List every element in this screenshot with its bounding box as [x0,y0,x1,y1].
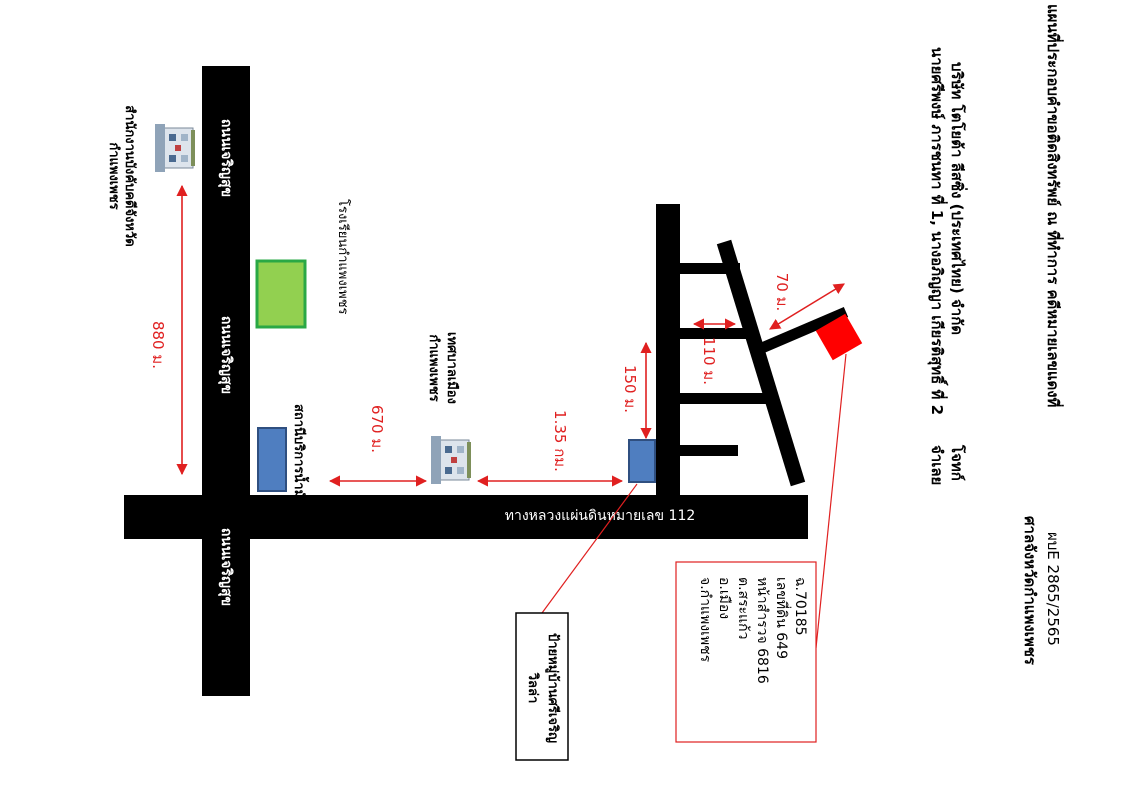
road-label-highway-112: ทางหลวงแผ่นดินหมายเลข 112 [504,508,696,524]
property-line-5: อ.เมือง [716,577,732,620]
road-label-charoensuk-1: ถนนเจริญสุข [218,118,234,198]
header-defendant-role: จำเลย [928,445,946,486]
road-label-charoensuk-3: ถนนเจริญสุข [218,527,234,607]
header-court: ศาลจังหวัดกำแพงเพชร [1021,516,1039,665]
soi-4 [676,445,738,456]
soi-2 [676,328,754,339]
distance-label-110: 110 ม. [700,336,718,386]
property-callout-box [675,561,817,743]
municipality-icon [430,435,472,485]
roads [124,66,849,696]
label-provincial-office: สำนักงานบังคับคดีจังหวัดกำแพงเพชร [106,105,137,247]
property-line-6: จ.กำแพงเพชร [697,577,713,663]
distance-label-880: 880 ม. [149,320,167,370]
distance-label-150: 150 ม. [621,364,639,414]
header-line-3: นายศรีพงษ์ ภารชนทา ที่ 1, นางอภิญญา เกีย… [928,47,946,416]
label-gas-station: สถานีบริการน้ำมัน [291,404,306,508]
distance-arrows [176,184,845,487]
village-sign-callout-box [515,612,569,761]
gas-station-marker [257,427,287,492]
road-label-charoensuk-2: ถนนเจริญสุข [218,315,234,395]
charoensuk-road [202,66,250,696]
property-line-2: เลขที่ดิน 649 [773,577,789,659]
arrow-70 [769,283,845,330]
label-municipality: เทศบาลเมืองกำแพงเพชร [426,332,459,404]
soi-1 [676,263,740,274]
header-case-number: ผบE 2865/2565 [1044,532,1062,646]
distance-label-70: 70 ม. [773,272,791,312]
label-school: โรงเรียนกำแพงเพชร [335,199,350,315]
provincial-office-icon [154,123,196,173]
property-line-1: ฉ.70185 [792,577,808,636]
label-village-sign: ป้ายหมู่บ้านศรีเจริญวิลล่า [525,632,560,744]
soi-3 [676,393,766,404]
header-plaintiff-role: โจทก์ [948,445,966,481]
property-line-4: ต.สระแก้ว [735,577,751,640]
distance-label-135: 1.35 กม. [551,410,569,472]
distance-label-670: 670 ม. [368,404,386,454]
header-line-1: แผนที่ประกอบคำขอติดสิงทรัพย์ ณ ที่ทำการ … [1044,4,1062,408]
highway-112 [124,495,808,539]
diagonal-road [716,239,806,487]
property-details: ฉ.70185 เลขที่ดิน 649 หน้าสำรวจ 6816 ต.ส… [691,573,809,741]
village-sign-marker [628,439,656,483]
callouts [541,353,847,649]
school-marker [255,259,307,329]
property-line-3: หน้าสำรวจ 6816 [754,577,770,684]
